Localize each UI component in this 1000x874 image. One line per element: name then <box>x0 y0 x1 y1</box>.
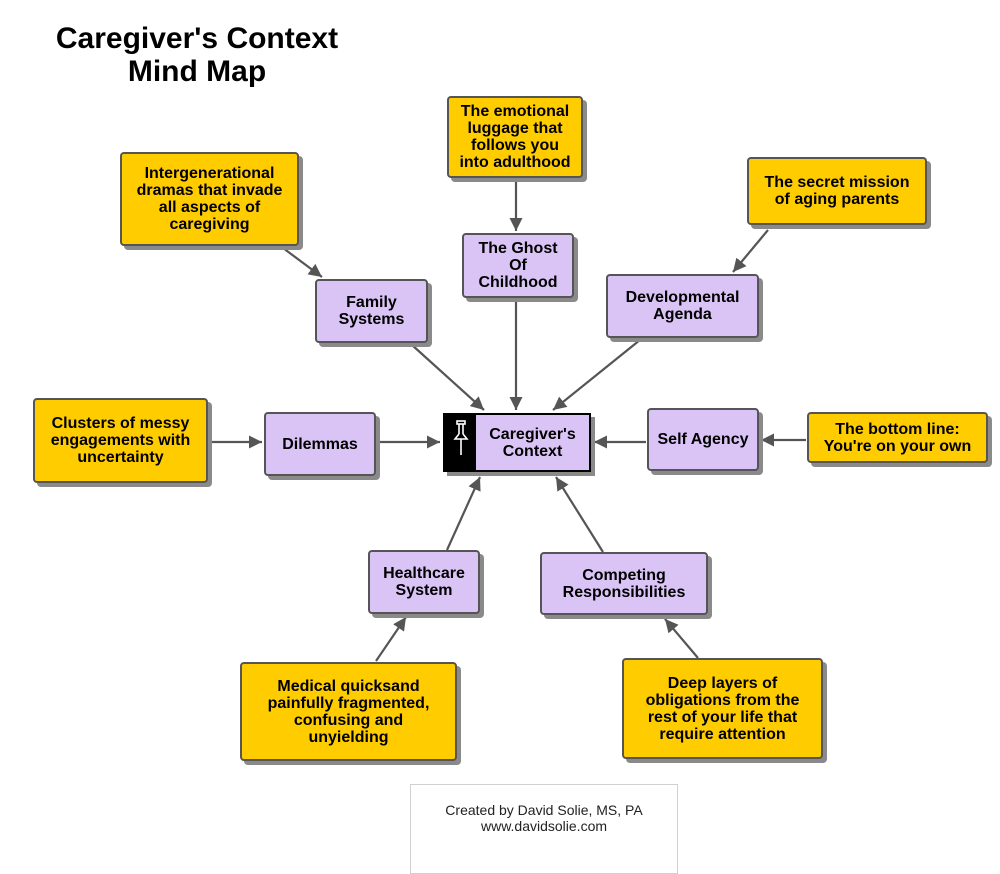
topic-label: Self Agency <box>657 431 749 448</box>
credit-text: Created by David Solie, MS, PA <box>445 802 643 818</box>
credit-footer: Created by David Solie, MS, PA www.david… <box>410 784 678 874</box>
arrow-competing-to-central <box>555 476 604 553</box>
arrow-deep-to-competing <box>664 618 699 659</box>
topic-label: The Ghost Of Childhood <box>478 240 558 291</box>
pushpin-icon <box>452 420 469 455</box>
topic-family-systems[interactable]: Family Systems <box>315 279 428 343</box>
topic-developmental-agenda[interactable]: Developmental Agenda <box>606 274 759 338</box>
detail-label: The bottom line: You're on your own <box>823 420 972 455</box>
title-line-1: Caregiver's Context <box>55 22 339 55</box>
topic-label: Dilemmas <box>282 435 358 453</box>
detail-clusters-messy-engagements[interactable]: Clusters of messy engagements with uncer… <box>33 398 208 483</box>
topic-ghost-of-childhood[interactable]: The Ghost Of Childhood <box>462 233 574 298</box>
detail-emotional-luggage[interactable]: The emotional luggage that follows you i… <box>447 96 583 178</box>
detail-label: Deep layers of obligations from the rest… <box>645 674 800 743</box>
topic-label: Developmental Agenda <box>625 289 740 323</box>
detail-intergenerational-dramas[interactable]: Intergenerational dramas that invade all… <box>120 152 299 246</box>
arrow-family-to-central <box>411 344 485 411</box>
topic-label: Family Systems <box>338 294 405 328</box>
detail-label: Clusters of messy engagements with uncer… <box>50 415 191 466</box>
arrow-secret-to-developmental <box>732 229 769 273</box>
credit-url[interactable]: www.davidsolie.com <box>480 818 608 834</box>
topic-dilemmas[interactable]: Dilemmas <box>264 412 376 476</box>
topic-label: Healthcare System <box>383 565 465 599</box>
topic-label: Competing Responsibilities <box>562 566 686 601</box>
topic-healthcare-system[interactable]: Healthcare System <box>368 550 480 614</box>
arrow-developmental-to-central <box>552 339 641 411</box>
central-node-label: Caregiver's Context <box>489 425 576 460</box>
detail-label: The secret mission of aging parents <box>764 174 910 208</box>
detail-label: The emotional luggage that follows you i… <box>459 103 571 171</box>
detail-medical-quicksand[interactable]: Medical quicksand painfully fragmented, … <box>240 662 457 761</box>
central-node[interactable]: Caregiver's Context <box>443 413 591 472</box>
topic-competing-responsibilities[interactable]: Competing Responsibilities <box>540 552 708 615</box>
detail-deep-layers[interactable]: Deep layers of obligations from the rest… <box>622 658 823 759</box>
arrow-intergenerational-to-family <box>282 247 323 278</box>
detail-label: Medical quicksand painfully fragmented, … <box>267 677 430 746</box>
arrow-medical-to-healthcare <box>375 616 407 662</box>
map-title: Caregiver's Context Mind Map <box>20 22 374 88</box>
detail-bottom-line[interactable]: The bottom line: You're on your own <box>807 412 988 463</box>
central-node-strip <box>445 415 476 470</box>
topic-self-agency[interactable]: Self Agency <box>647 408 759 471</box>
detail-secret-mission[interactable]: The secret mission of aging parents <box>747 157 927 225</box>
title-line-2: Mind Map <box>127 55 267 88</box>
detail-label: Intergenerational dramas that invade all… <box>136 165 283 233</box>
arrow-healthcare-to-central <box>445 476 482 551</box>
